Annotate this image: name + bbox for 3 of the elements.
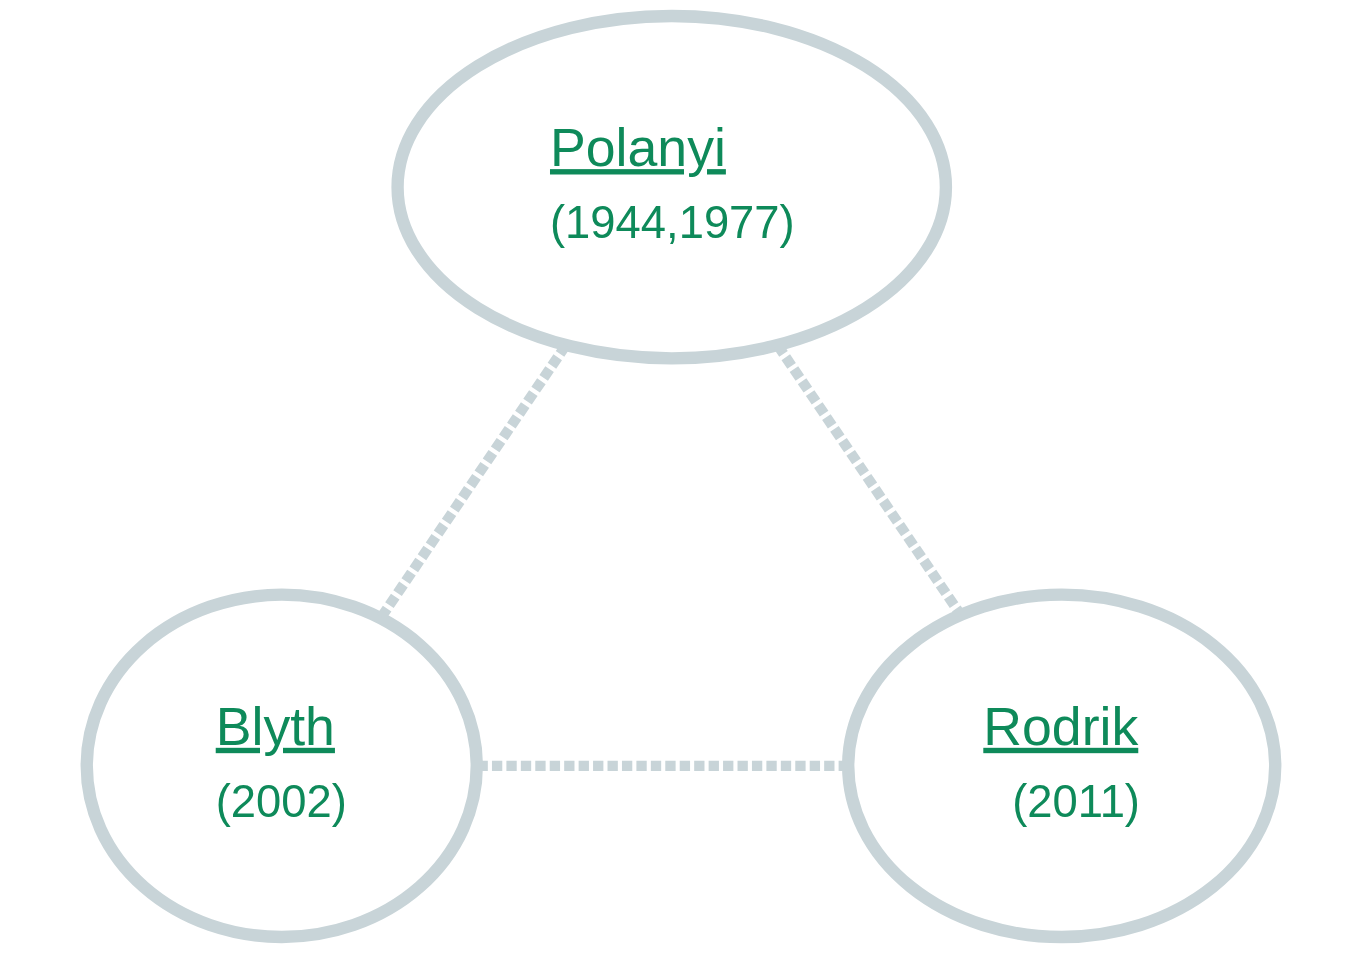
node-ellipse: Blyth (2002) <box>80 588 483 944</box>
node-ellipse: Polanyi (1944,1977) <box>390 9 952 365</box>
node-ellipse: Rodrik (2011) <box>841 588 1281 944</box>
